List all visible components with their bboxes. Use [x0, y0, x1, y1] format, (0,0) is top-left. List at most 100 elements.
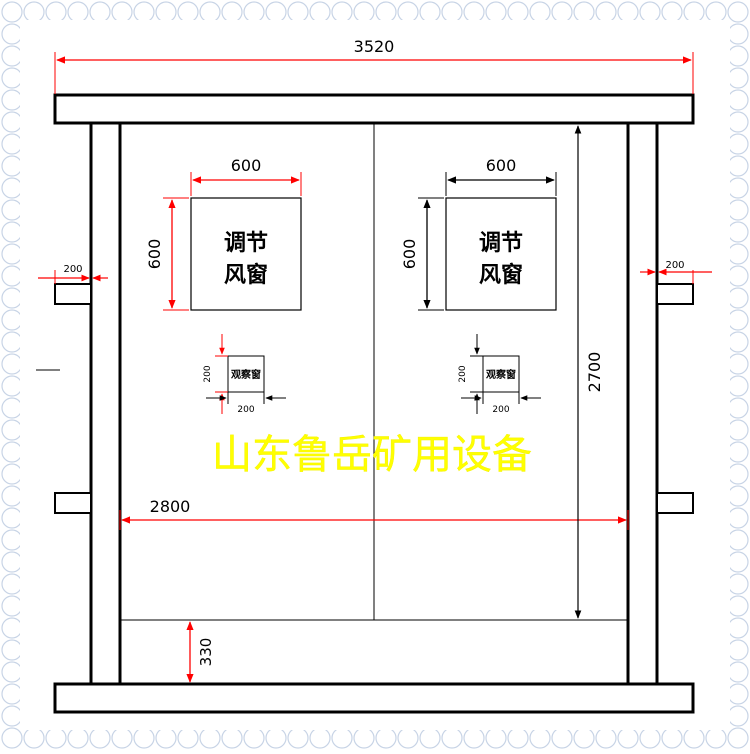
- scallop: [199, 727, 221, 749]
- scallop: [1, 243, 23, 265]
- scallop: [441, 727, 463, 749]
- dim-post-left-label: 200: [63, 264, 82, 275]
- window-label-left-2: 风窗: [224, 262, 268, 288]
- scallop: [1, 265, 23, 287]
- scallop: [727, 89, 749, 111]
- scallop: [1, 397, 23, 419]
- scallop: [727, 441, 749, 463]
- scallop: [1, 155, 23, 177]
- scallop: [155, 1, 177, 23]
- bottom-beam: [53, 682, 695, 714]
- scallop: [485, 727, 507, 749]
- scallop: [1, 331, 23, 353]
- dim-observation-right: [461, 334, 541, 414]
- scallop: [1, 463, 23, 485]
- scallop: [397, 1, 419, 23]
- dim-total-width-label: 3520: [354, 37, 395, 56]
- scallop: [683, 727, 705, 749]
- dim-window-left-width: 600: [231, 156, 262, 175]
- scallop: [683, 1, 705, 23]
- scallop: [419, 727, 441, 749]
- scallop: [265, 1, 287, 23]
- dim-post-right: [640, 268, 712, 284]
- observation-window-right: [482, 355, 520, 393]
- scallop: [199, 1, 221, 23]
- dim-post-left: [38, 270, 108, 284]
- scallop: [1, 639, 23, 661]
- regulating-window-left: [190, 197, 302, 311]
- dim-observation-left-width: 200: [237, 405, 254, 415]
- scallop: [309, 1, 331, 23]
- scallop: [23, 1, 45, 23]
- scallop: [331, 727, 353, 749]
- scallop: [89, 727, 111, 749]
- scallop: [727, 617, 749, 639]
- scallop: [727, 199, 749, 221]
- scallop: [441, 1, 463, 23]
- dim-observation-right-height: 200: [458, 365, 468, 382]
- scallop: [727, 287, 749, 309]
- scallop: [243, 1, 265, 23]
- scallop: [727, 683, 749, 705]
- scallop: [727, 155, 749, 177]
- scallop: [551, 727, 573, 749]
- scallop: [1, 441, 23, 463]
- left-lug-lower: [54, 492, 92, 514]
- scallop: [1, 23, 23, 45]
- scallop: [463, 727, 485, 749]
- scallop: [727, 595, 749, 617]
- scallop: [45, 1, 67, 23]
- scallop: [727, 133, 749, 155]
- scallop: [727, 705, 749, 727]
- scallop: [639, 1, 661, 23]
- observation-label-left: 观察窗: [231, 368, 261, 381]
- scallop: [1, 111, 23, 133]
- scallop: [727, 45, 749, 67]
- window-label-right-1: 调节: [479, 231, 523, 256]
- scallop: [1, 617, 23, 639]
- scallop: [727, 221, 749, 243]
- scallop: [265, 727, 287, 749]
- scallop: [67, 727, 89, 749]
- scallop: [353, 727, 375, 749]
- scallop: [727, 309, 749, 331]
- window-label-right-2: 风窗: [479, 262, 523, 288]
- left-post-outer: [89, 121, 122, 686]
- scallop: [1, 683, 23, 705]
- scallop: [1, 309, 23, 331]
- scallop: [727, 1, 749, 23]
- window-label-left-1: 调节: [224, 231, 268, 256]
- scallop: [727, 463, 749, 485]
- scallop: [507, 1, 529, 23]
- scallop: [45, 727, 67, 749]
- dim-door-width: [119, 510, 629, 530]
- scallop: [727, 177, 749, 199]
- scallop: [1, 727, 23, 749]
- dim-window-right: [418, 172, 557, 311]
- top-beam: [53, 93, 695, 125]
- scallop: [1, 551, 23, 573]
- scallop: [617, 1, 639, 23]
- scallop: [155, 727, 177, 749]
- scallop: [1, 177, 23, 199]
- scallop: [1, 199, 23, 221]
- scallop: [375, 727, 397, 749]
- dim-observation-right-width: 200: [492, 405, 509, 415]
- dim-door-width-label: 2800: [150, 497, 191, 516]
- scallop: [551, 1, 573, 23]
- scallop: [133, 727, 155, 749]
- scallop: [727, 397, 749, 419]
- scallop: [1, 705, 23, 727]
- scallop: [727, 23, 749, 45]
- scallop: [727, 485, 749, 507]
- scallop: [419, 1, 441, 23]
- scallop: [1, 67, 23, 89]
- dim-total-width: [54, 52, 694, 94]
- dim-window-left: [163, 172, 302, 311]
- scallop: [287, 727, 309, 749]
- scallop: [727, 375, 749, 397]
- scallop: [111, 727, 133, 749]
- scallop: [177, 1, 199, 23]
